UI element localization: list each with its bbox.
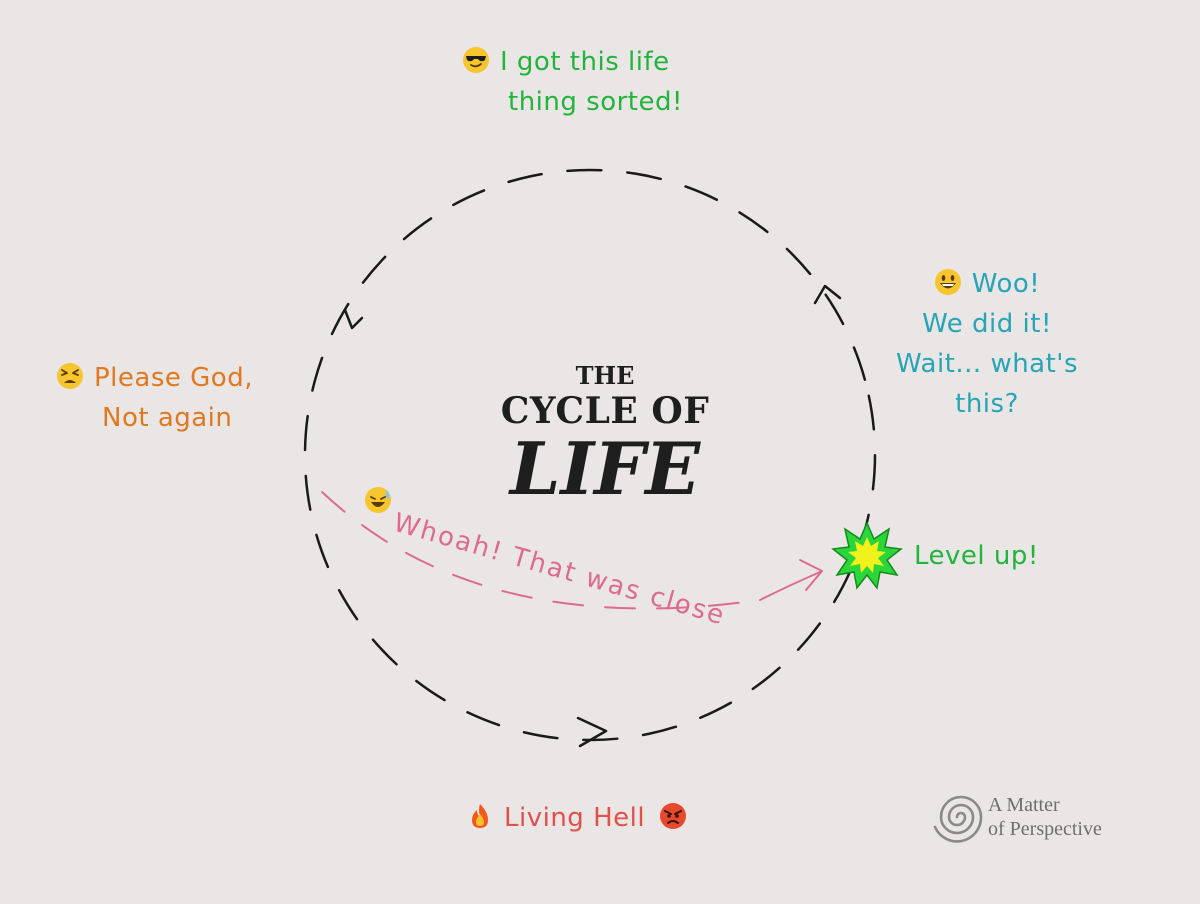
stage-sorted-line2: thing sorted! [508,87,683,117]
stage-woo: Woo! We did it! Wait... what's this? [882,264,1092,424]
close-call-arrowhead [799,559,823,591]
brand-line1: A Matter [988,794,1060,816]
stage-woo-line4: this? [955,389,1019,419]
arrowhead-bottom [576,716,608,748]
laughing-sweat-icon [365,487,391,513]
brand-line2: of Perspective [988,818,1102,840]
stage-sorted: I got this life thing sorted! [462,42,683,122]
cool-face-sunglasses-icon [463,47,489,73]
arrowhead-left [343,308,364,330]
title-cycle-of: CYCLE OF [500,390,710,432]
stage-sorted-line1: I got this life [500,47,670,77]
stage-please-god: Please God, Not again [56,358,253,438]
brand-spiral-logo [933,795,983,843]
angry-face-icon [660,803,687,829]
stage-woo-line2: We did it! [922,309,1052,339]
stage-living-hell-label: Living Hell [504,803,646,833]
stage-living-hell: Living Hell [466,798,687,838]
stage-woo-line3: Wait... what's [895,349,1079,379]
diagram-title: THE CYCLE OF LIFE [470,362,740,506]
close-call-label: Whoah! That was close [390,508,729,632]
fire-icon [472,804,488,828]
title-life: LIFE [509,426,701,511]
brand: A Matter of Perspective [988,793,1102,841]
tired-face-icon [57,363,83,389]
cycle-loop [303,168,877,742]
stage-please-god-line2: Not again [102,403,233,433]
arrowhead-right [813,284,842,305]
title-the: THE [575,361,635,390]
grinning-face-icon [934,269,961,295]
level-up-star-icon [831,521,903,590]
stage-level-up: Level up! [914,541,1039,571]
close-call-arc-tail [759,571,821,601]
stage-please-god-line1: Please God, [94,363,253,393]
stage-woo-line1: Woo! [971,269,1041,299]
close-call-arc [321,491,761,610]
